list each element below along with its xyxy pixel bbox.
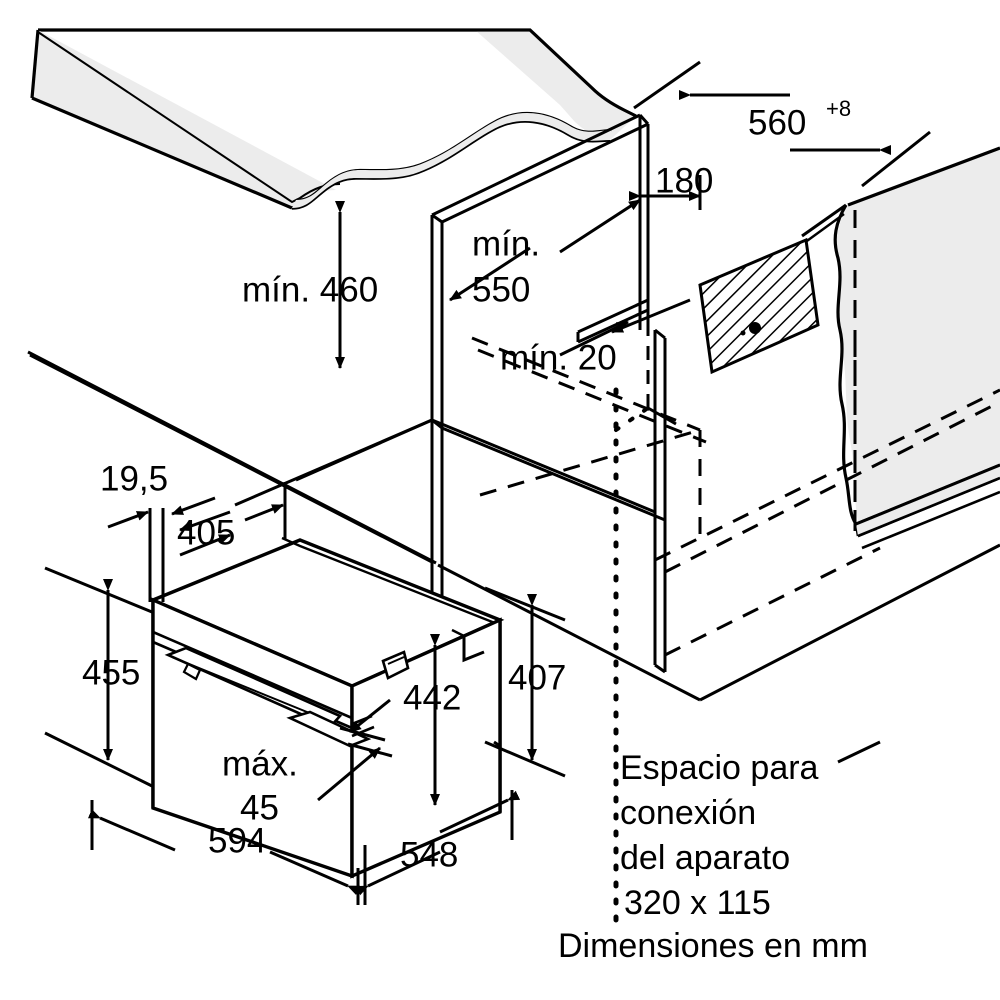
- connection-space-line2: conexión: [620, 794, 756, 832]
- label-548: 548: [400, 835, 458, 874]
- label-19-5: 19,5: [100, 459, 168, 498]
- label-min-460: mín. 460: [242, 270, 378, 309]
- label-442: 442: [403, 678, 461, 717]
- dimension-labels: 560 +8 180 mín. 460 mín. 550 mín. 20 19,…: [82, 96, 851, 874]
- connection-space-line3: del aparato: [620, 839, 790, 877]
- countertop-slab: [30, 28, 637, 210]
- units-note: Dimensiones en mm: [558, 927, 868, 965]
- socket-hatched-area: [698, 237, 820, 375]
- label-min-20: mín. 20: [500, 338, 617, 377]
- label-560: 560: [748, 103, 806, 142]
- label-180: 180: [655, 161, 713, 200]
- label-560-tolerance: +8: [826, 96, 851, 121]
- connection-space-line4: 320 x 115: [624, 884, 771, 922]
- oven-appliance: [148, 536, 505, 879]
- label-max-45-line1: máx.: [222, 744, 298, 783]
- label-455: 455: [82, 653, 140, 692]
- connection-space-line1: Espacio para: [620, 749, 819, 787]
- label-405: 405: [177, 513, 235, 552]
- label-407: 407: [508, 658, 566, 697]
- right-wall-panel: [799, 146, 1000, 550]
- annotation-labels: Espacio para conexión del aparato 320 x …: [558, 749, 868, 965]
- label-max-45-line2: 45: [240, 788, 279, 827]
- label-min-550-line2: 550: [472, 270, 530, 309]
- dimension-lines: [44, 60, 931, 905]
- label-min-550-line1: mín.: [472, 224, 540, 263]
- connection-space-dotted-line: [613, 340, 677, 933]
- label-594: 594: [208, 821, 266, 860]
